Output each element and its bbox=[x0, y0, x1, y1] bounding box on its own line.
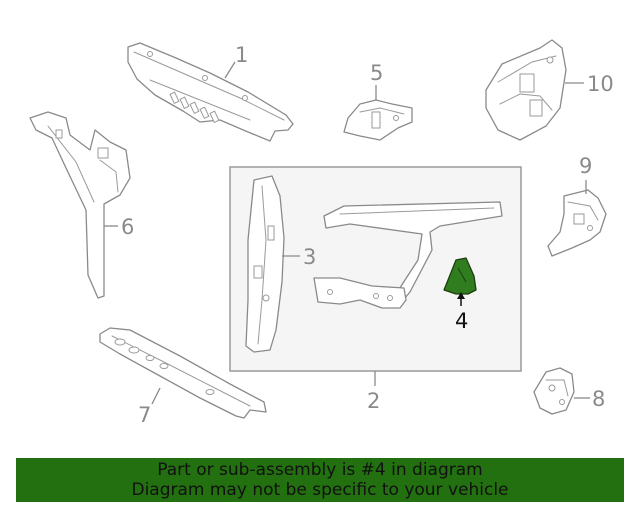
parts-diagram: 1 5 10 9 6 3 4 2 8 7 bbox=[29, 39, 614, 427]
part-8-small-bracket bbox=[533, 367, 590, 415]
banner-line-1: Part or sub-assembly is #4 in diagram bbox=[157, 460, 483, 480]
part-4-highlighted-bracket bbox=[443, 257, 477, 306]
part-2-frame bbox=[313, 201, 503, 309]
callout-2: 2 bbox=[367, 389, 380, 413]
part-5-bracket bbox=[343, 85, 413, 141]
callout-6: 6 bbox=[121, 215, 134, 239]
part-10-lamp-bracket bbox=[485, 39, 584, 141]
part-3-pillar bbox=[245, 175, 300, 353]
callout-5: 5 bbox=[370, 61, 383, 85]
info-banner: Part or sub-assembly is #4 in diagram Di… bbox=[16, 458, 624, 502]
callout-8: 8 bbox=[592, 387, 605, 411]
callout-7: 7 bbox=[138, 403, 151, 427]
part-1-upper-tie-bar bbox=[127, 42, 294, 142]
callout-4: 4 bbox=[455, 309, 468, 333]
callout-1: 1 bbox=[235, 43, 248, 67]
part-6-side-member bbox=[29, 111, 131, 299]
callout-3: 3 bbox=[303, 245, 316, 269]
part-7-lower-support bbox=[99, 327, 267, 419]
banner-line-2: Diagram may not be specific to your vehi… bbox=[131, 480, 509, 500]
part-9-right-bracket bbox=[547, 180, 607, 257]
callout-10: 10 bbox=[587, 72, 614, 96]
callout-9: 9 bbox=[579, 154, 592, 178]
